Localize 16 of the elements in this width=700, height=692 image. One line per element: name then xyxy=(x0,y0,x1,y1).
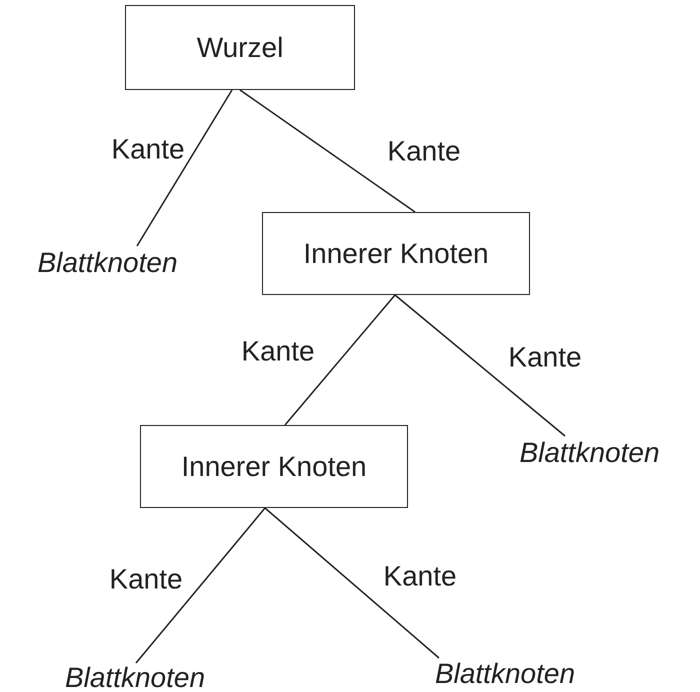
edge-line xyxy=(284,294,396,426)
node-box xyxy=(125,5,355,90)
node-label: Wurzel xyxy=(196,32,284,64)
node-label: Blattknoten xyxy=(37,249,178,277)
node-label: Innerer Knoten xyxy=(303,238,489,270)
node-label: Blattknoten xyxy=(519,439,660,467)
node-label: Blattknoten xyxy=(434,660,576,688)
edge-line xyxy=(240,89,416,213)
node-label: Blattknoten xyxy=(64,664,206,692)
edge-line xyxy=(394,294,566,437)
edge-line xyxy=(264,507,440,659)
node-label: Innerer Knoten xyxy=(181,450,367,482)
node-box xyxy=(140,425,408,508)
edge-line xyxy=(135,508,266,664)
node-box xyxy=(262,212,530,295)
edge-line xyxy=(136,90,233,246)
